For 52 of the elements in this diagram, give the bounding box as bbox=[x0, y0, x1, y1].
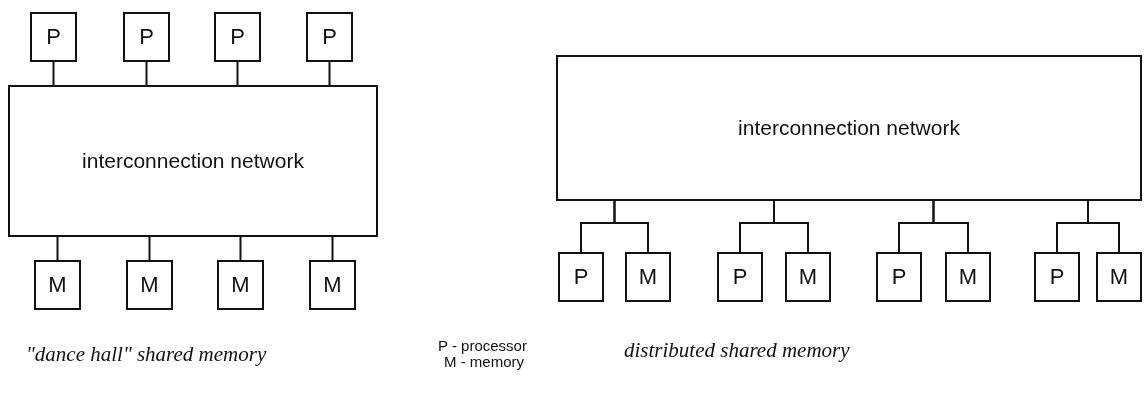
box-label: M bbox=[323, 272, 342, 298]
connector-line bbox=[331, 236, 334, 261]
box-label: P bbox=[732, 264, 748, 290]
connector-line bbox=[328, 61, 331, 86]
unit-box bbox=[945, 252, 991, 302]
unit-box bbox=[309, 260, 356, 310]
network-box bbox=[8, 85, 378, 237]
unit-box bbox=[217, 260, 264, 310]
connector-line bbox=[145, 61, 148, 86]
unit-box bbox=[214, 12, 261, 62]
connector-line bbox=[932, 200, 969, 253]
connector-line bbox=[773, 200, 809, 253]
unit-box bbox=[785, 252, 831, 302]
connector-line bbox=[56, 236, 59, 261]
box-label: P bbox=[46, 24, 61, 50]
box-label: P bbox=[139, 24, 154, 50]
unit-box bbox=[30, 12, 77, 62]
box-label: M bbox=[638, 264, 658, 290]
box-label: P bbox=[573, 264, 589, 290]
box-label: M bbox=[231, 272, 250, 298]
connector-line bbox=[148, 236, 151, 261]
unit-box bbox=[558, 252, 604, 302]
box-label: M bbox=[1109, 264, 1129, 290]
caption: "dance hall" shared memory bbox=[26, 342, 267, 367]
key-text: P - processor bbox=[438, 338, 527, 354]
unit-box bbox=[306, 12, 353, 62]
unit-box bbox=[1096, 252, 1142, 302]
connector-line bbox=[236, 61, 239, 86]
connector-line bbox=[52, 61, 55, 86]
connector-line bbox=[1087, 200, 1120, 253]
connector-line bbox=[239, 236, 242, 261]
box-label: P bbox=[230, 24, 245, 50]
box-label: M bbox=[140, 272, 159, 298]
unit-box bbox=[1034, 252, 1080, 302]
connector-line bbox=[613, 200, 649, 253]
unit-box bbox=[876, 252, 922, 302]
box-label: M bbox=[798, 264, 818, 290]
box-label: M bbox=[958, 264, 978, 290]
box-label: P bbox=[891, 264, 907, 290]
unit-box bbox=[34, 260, 81, 310]
box-label: P bbox=[1049, 264, 1065, 290]
network-box bbox=[556, 55, 1142, 201]
unit-box bbox=[717, 252, 763, 302]
box-label: M bbox=[48, 272, 67, 298]
box-label: interconnection network bbox=[82, 149, 304, 173]
unit-box bbox=[123, 12, 170, 62]
box-label: interconnection network bbox=[738, 116, 960, 140]
key-text: M - memory bbox=[444, 354, 524, 370]
caption: distributed shared memory bbox=[624, 338, 850, 363]
unit-box bbox=[126, 260, 173, 310]
unit-box bbox=[625, 252, 671, 302]
box-label: P bbox=[322, 24, 337, 50]
